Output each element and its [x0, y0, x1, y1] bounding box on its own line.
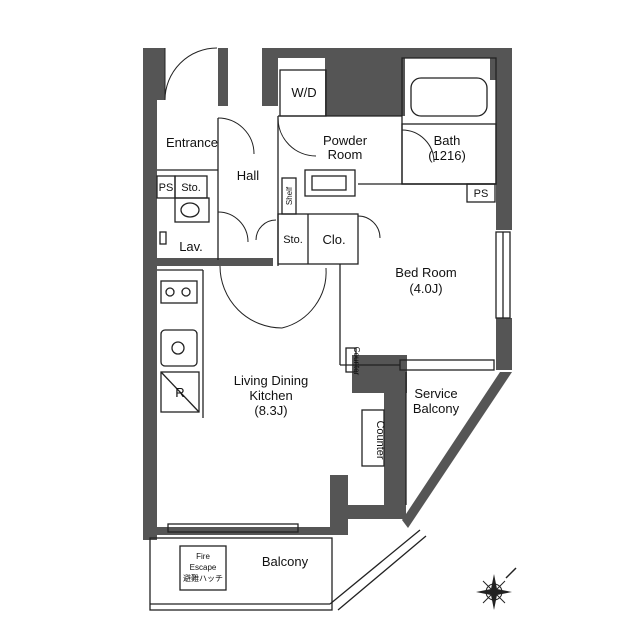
label-refrigerator: R [175, 385, 184, 400]
label-entrance: Entrance [166, 135, 218, 150]
room-labels: Entrance Hall W/D Powder Room Bath (1216… [159, 85, 489, 583]
label-ps-entrance: PS [159, 182, 174, 194]
label-bedroom-2: (4.0J) [409, 281, 442, 296]
label-balcony: Balcony [262, 554, 309, 569]
exterior-walls [143, 48, 512, 540]
label-fire-escape-2: Escape [190, 563, 217, 572]
label-counter: Counter [374, 420, 386, 459]
interior-lines [149, 57, 511, 611]
label-bath-2: (1216) [428, 148, 466, 163]
label-hall: Hall [237, 168, 260, 183]
label-sto-closet: Sto. [283, 234, 303, 246]
label-lav: Lav. [179, 239, 203, 254]
compass-rose-icon [476, 567, 517, 610]
label-fire-escape-3: 避難ハッチ [183, 573, 223, 583]
label-powder-room-2: Room [328, 147, 363, 162]
label-fire-escape-1: Fire [196, 552, 210, 561]
doors [164, 47, 435, 329]
label-wd: W/D [291, 85, 316, 100]
label-ldk-2: Kitchen [249, 388, 292, 403]
label-powder-room-1: Powder [323, 133, 368, 148]
label-bath-1: Bath [434, 133, 461, 148]
label-sto-entrance: Sto. [181, 182, 201, 194]
label-shelf: Shelf [285, 186, 294, 205]
label-service-balcony-2: Balcony [413, 401, 460, 416]
label-ldk-1: Living Dining [234, 373, 308, 388]
label-bedroom-1: Bed Room [395, 265, 456, 280]
label-clo: Clo. [322, 232, 345, 247]
label-counter-small: Counter [352, 347, 361, 376]
label-service-balcony-1: Service [414, 386, 457, 401]
label-ldk-3: (8.3J) [254, 403, 287, 418]
label-ps-bath: PS [474, 188, 489, 200]
